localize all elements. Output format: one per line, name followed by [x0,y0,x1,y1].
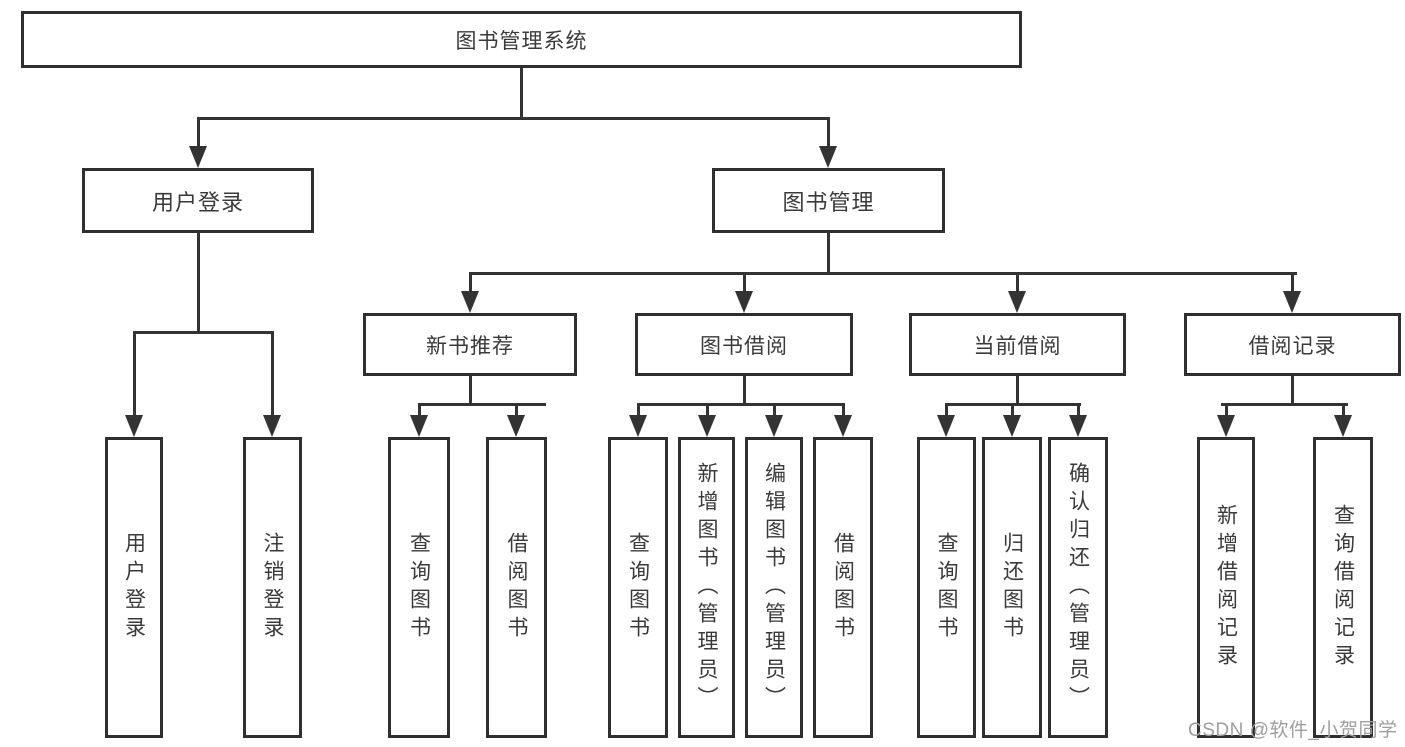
connector-line [515,403,518,417]
leaf-logout: 注销登录 [243,437,302,738]
connector-line [418,403,546,406]
connector-line [1342,403,1345,417]
connector-line [469,272,472,293]
arrow-down-icon [1334,415,1352,437]
leaf-add-books-admin: 新增图书（管理员） [678,437,735,738]
leaf-borrow-books: 借阅图书 [486,437,547,738]
arrow-down-icon [819,146,837,168]
connector-line [637,403,845,406]
node-library-management-system: 图书管理系统 [21,11,1022,68]
connector-line [1016,272,1019,293]
leaf-confirm-return-admin: 确认归还（管理员） [1048,437,1108,738]
leaf-query-borrow-record: 查询借阅记录 [1313,437,1373,738]
leaf-query-books: 查询图书 [388,437,450,738]
leaf-edit-books-admin: 编辑图书（管理员） [745,437,803,738]
leaf-query-books: 查询图书 [917,437,976,738]
node-label: 新书推荐 [426,334,514,358]
arrow-down-icon [1217,415,1235,437]
node-book-borrow: 图书借阅 [635,313,853,376]
arrow-down-icon [1069,415,1087,437]
arrow-down-icon [507,415,525,437]
connector-line [197,232,200,333]
leaf-label: 新增借阅记录 [1214,503,1238,672]
node-label: 图书管理 [782,189,875,215]
connector-line [1291,272,1294,293]
leaf-label: 查询图书 [407,531,431,644]
connector-line [197,117,830,120]
node-label: 借阅记录 [1248,334,1337,358]
connector-line [945,403,948,417]
arrow-down-icon [834,415,852,437]
connector-line [1016,376,1019,405]
arrow-down-icon [263,415,281,437]
connector-line [271,331,274,416]
connector-line [773,403,776,417]
connector-line [637,403,640,417]
connector-line [706,403,709,417]
arrow-down-icon [735,291,753,313]
node-new-book-recommend: 新书推荐 [363,313,577,376]
arrow-down-icon [410,415,428,437]
leaf-label: 借阅图书 [505,531,528,644]
csdn-watermark: CSDN @软件_小贺同学 [1188,720,1398,741]
connector-line [1011,403,1014,417]
leaf-borrow-books: 借阅图书 [813,437,873,738]
leaf-label: 查询图书 [935,531,958,644]
connector-line [133,331,136,416]
node-current-borrow: 当前借阅 [909,313,1126,376]
connector-line [133,331,274,334]
node-user-login: 用户登录 [82,168,314,233]
node-label: 图书管理系统 [455,29,588,53]
leaf-label: 查询图书 [626,531,650,644]
leaf-label: 借阅图书 [831,531,855,644]
leaf-label: 确认归还（管理员） [1066,461,1090,714]
arrow-down-icon [461,291,479,313]
leaf-label: 注销登录 [261,531,284,644]
arrow-down-icon [1283,291,1301,313]
arrow-down-icon [765,415,783,437]
connector-line [827,232,830,275]
arrow-down-icon [1008,291,1026,313]
connector-line [1225,403,1228,417]
node-borrow-record: 借阅记录 [1184,313,1401,376]
leaf-query-books: 查询图书 [608,437,668,738]
arrow-down-icon [629,415,647,437]
connector-line [469,272,1297,275]
arrow-down-icon [937,415,955,437]
connector-line [827,117,830,147]
leaf-add-borrow-record: 新增借阅记录 [1197,437,1255,738]
leaf-label: 新增图书（管理员） [695,461,718,714]
connector-line [1077,403,1080,417]
node-label: 用户登录 [151,189,244,215]
leaf-label: 归还图书 [1000,531,1024,644]
connector-line [743,376,746,405]
arrow-down-icon [698,415,716,437]
arrow-down-icon [125,415,143,437]
node-label: 图书借阅 [700,334,788,358]
leaf-label: 编辑图书（管理员） [762,461,786,714]
arrow-down-icon [189,146,207,168]
leaf-user-login: 用户登录 [105,437,163,738]
leaf-label: 用户登录 [122,531,146,644]
node-label: 当前借阅 [973,334,1062,358]
connector-line [1291,376,1294,405]
leaf-label: 查询借阅记录 [1331,503,1355,672]
leaf-return-books: 归还图书 [982,437,1042,738]
connector-line [418,403,421,417]
connector-line [1221,403,1348,406]
arrow-down-icon [1003,415,1021,437]
connector-line [743,272,746,293]
connector-line [197,117,200,147]
node-book-management: 图书管理 [712,168,945,233]
connector-line [469,376,472,405]
connector-line [842,403,845,417]
connector-line [520,68,523,118]
